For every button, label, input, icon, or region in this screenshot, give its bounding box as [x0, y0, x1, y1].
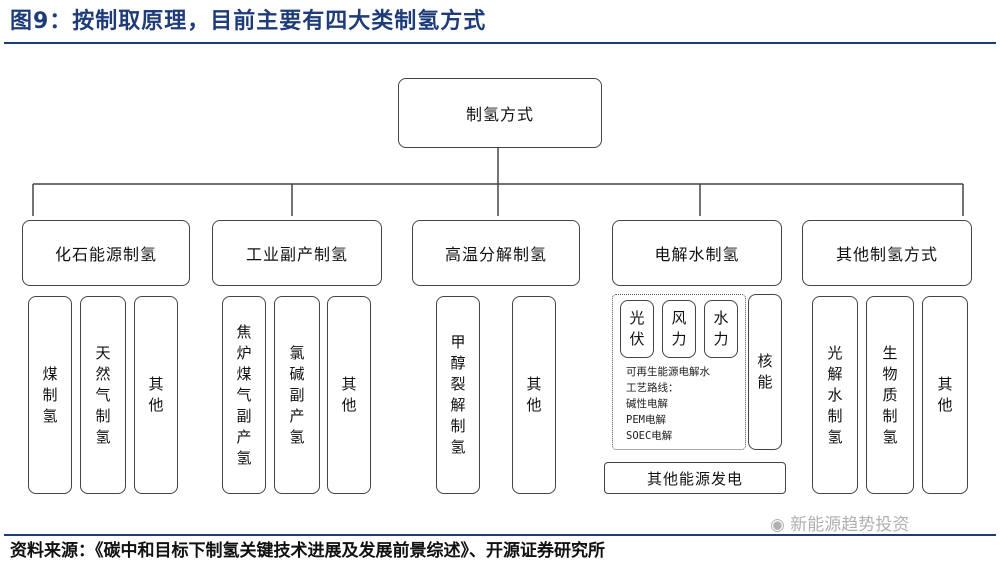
leaf-coal: 煤制氢	[28, 296, 72, 494]
leaf-pyrolysis-other: 其他	[512, 296, 556, 494]
leaf-natural-gas: 天然气制氢	[80, 296, 126, 494]
bottom-rule	[4, 534, 996, 536]
electrolysis-routes-note: 可再生能源电解水 工艺路线： 碱性电解 PEM电解 SOEC电解	[626, 364, 710, 444]
category-industrial: 工业副产制氢	[212, 220, 382, 286]
leaf-label: 水力	[713, 309, 729, 348]
leaf-label: 光解水制氢	[827, 343, 843, 446]
category-pyrolysis: 高温分解制氢	[412, 220, 580, 286]
watermark: ◉ 新能源趋势投资	[770, 512, 909, 538]
category-label: 电解水制氢	[654, 245, 740, 264]
leaf-label: 天然气制氢	[95, 343, 111, 446]
leaf-label: 煤制氢	[42, 364, 58, 425]
wechat-icon: ◉	[770, 515, 785, 535]
category-label: 化石能源制氢	[54, 245, 157, 264]
leaf-label: 其他	[937, 375, 953, 414]
leaf-photolysis: 光解水制氢	[812, 296, 858, 494]
root-label: 制氢方式	[465, 105, 534, 124]
leaf-label: 其他	[526, 375, 542, 414]
leaf-label: 风力	[671, 309, 687, 348]
leaf-other-other: 其他	[922, 296, 968, 494]
note-line: 碱性电解	[626, 398, 668, 410]
other-power-label: 其他能源发电	[646, 469, 743, 488]
leaf-hydro: 水力	[704, 300, 738, 358]
category-label: 其他制氢方式	[835, 245, 938, 264]
note-line: 工艺路线：	[626, 382, 679, 394]
leaf-label: 其他	[148, 375, 164, 414]
top-rule	[4, 42, 996, 44]
category-other: 其他制氢方式	[802, 220, 972, 286]
source-note: 资料来源：《碳中和目标下制氢关键技术进展及发展前景综述》、开源证券研究所	[10, 541, 605, 561]
leaf-solar: 光伏	[620, 300, 654, 358]
leaf-label: 核能	[757, 352, 773, 391]
note-line: 可再生能源电解水	[626, 366, 710, 378]
leaf-industrial-other: 其他	[327, 296, 371, 494]
renewable-group	[612, 294, 746, 450]
leaf-methanol: 甲醇裂解制氢	[436, 296, 480, 494]
leaf-label: 甲醇裂解制氢	[450, 333, 466, 456]
leaf-chlor-alkali: 氯碱副产氢	[274, 296, 320, 494]
watermark-text: 新能源趋势投资	[790, 515, 910, 535]
category-label: 高温分解制氢	[444, 245, 547, 264]
leaf-label: 焦炉煤气副产氢	[236, 322, 252, 467]
leaf-coke-oven: 焦炉煤气副产氢	[222, 296, 266, 494]
category-electrolysis: 电解水制氢	[612, 220, 782, 286]
note-line: PEM电解	[626, 414, 666, 426]
leaf-label: 氯碱副产氢	[289, 343, 305, 446]
leaf-biomass: 生物质制氢	[866, 296, 914, 494]
category-label: 工业副产制氢	[245, 245, 348, 264]
root-node: 制氢方式	[398, 78, 602, 148]
leaf-label: 光伏	[629, 309, 645, 348]
other-power-box: 其他能源发电	[604, 462, 786, 494]
note-line: SOEC电解	[626, 430, 673, 442]
category-fossil: 化石能源制氢	[22, 220, 190, 286]
leaf-fossil-other: 其他	[134, 296, 178, 494]
leaf-label: 生物质制氢	[882, 343, 898, 446]
leaf-label: 其他	[341, 375, 357, 414]
leaf-wind: 风力	[662, 300, 696, 358]
figure-title: 图9：按制取原理，目前主要有四大类制氢方式	[10, 9, 487, 34]
leaf-nuclear: 核能	[748, 294, 782, 450]
